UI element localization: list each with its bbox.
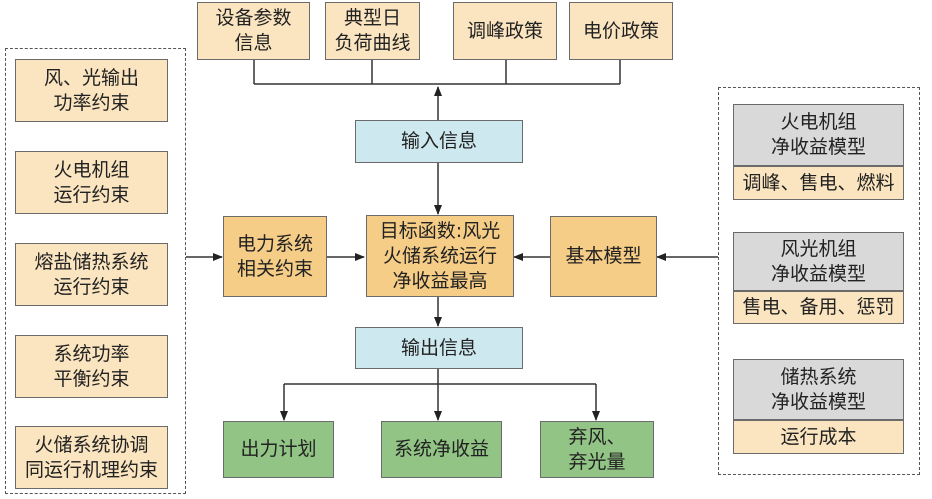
- input-info-box: 输入信息: [355, 120, 523, 163]
- basic-model-box: 基本模型: [550, 216, 657, 297]
- top-input-load-curve: 典型日 负荷曲线: [325, 2, 420, 60]
- power-system-constraints-box: 电力系统 相关约束: [223, 216, 327, 297]
- thermal-model-sub: 调峰、售电、燃料: [733, 166, 904, 200]
- output-curtailment: 弃风、 弃光量: [540, 421, 654, 478]
- thermal-model-title: 火电机组 净收益模型: [733, 104, 904, 166]
- wind-solar-model-title: 风光机组 净收益模型: [733, 232, 904, 291]
- heat-storage-model-sub: 运行成本: [733, 420, 904, 454]
- left-constraint-thermal: 火电机组 运行约束: [15, 151, 168, 214]
- wind-solar-model-sub: 售电、备用、惩罚: [733, 291, 904, 324]
- output-dispatch-plan: 出力计划: [223, 421, 334, 478]
- top-input-device-params: 设备参数 信息: [197, 2, 310, 60]
- heat-storage-model-title: 储热系统 净收益模型: [733, 359, 904, 420]
- left-constraints-group: [5, 48, 186, 494]
- output-info-box: 输出信息: [355, 327, 523, 369]
- left-constraint-molten-salt: 熔盐储热系统 运行约束: [15, 243, 168, 306]
- left-constraint-wind-solar: 风、光输出 功率约束: [15, 59, 168, 122]
- objective-function-box: 目标函数:风光 火储系统运行 净收益最高: [366, 215, 514, 297]
- output-net-revenue: 系统净收益: [381, 421, 502, 478]
- right-models-group: [718, 87, 920, 475]
- left-constraint-power-balance: 系统功率 平衡约束: [15, 335, 168, 398]
- top-input-price-policy: 电价政策: [569, 2, 673, 60]
- top-input-peak-policy: 调峰政策: [453, 2, 557, 60]
- left-constraint-coordination: 火储系统协调 同运行机理约束: [15, 426, 168, 489]
